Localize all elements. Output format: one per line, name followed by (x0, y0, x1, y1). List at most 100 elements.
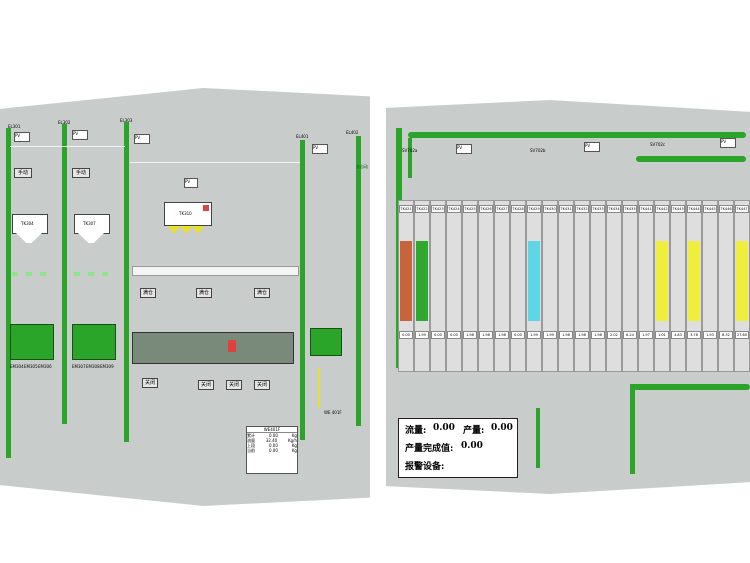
bin-value: 1.99 (543, 331, 557, 339)
bin-value: 1.98 (495, 331, 509, 339)
left-hmi-panel: EL301 EL302 EL303 EL401 EL402 去自动 PV PV … (0, 88, 370, 506)
alarm-label: 报警设备: (405, 462, 445, 472)
conveyor-label: SV702c (650, 142, 666, 147)
bin-fill (656, 241, 668, 321)
flow-label: 流量: (405, 426, 427, 436)
dryer-unit[interactable] (310, 328, 342, 356)
bin-tag: TK429 (527, 205, 541, 213)
manual-button-1[interactable]: 手动 (14, 168, 32, 178)
elevator-left[interactable] (408, 138, 412, 178)
close-button-3[interactable]: 关闭 (226, 380, 242, 390)
bin-tag: TK432 (575, 205, 589, 213)
bin-column[interactable]: TK427 1.98 (494, 200, 510, 372)
pump-group-2[interactable] (72, 324, 116, 360)
bin-value: 0.00 (399, 331, 413, 339)
hopper-yellow (192, 226, 205, 234)
conveyor-sv702c[interactable] (636, 156, 746, 162)
bin-fill (736, 241, 748, 321)
close-button-1[interactable]: 关闭 (142, 378, 158, 388)
tank-tk304[interactable]: TK304 (12, 214, 48, 234)
feeder-indicator[interactable] (102, 272, 108, 276)
scale-label: WE 401F (324, 410, 342, 415)
pv-box: PV (312, 144, 328, 154)
elevator-el302[interactable] (62, 124, 67, 424)
el301-label: EL301 (8, 124, 21, 129)
bin-tag: TK427 (495, 205, 509, 213)
bin-value: 1.98 (559, 331, 573, 339)
elevator-mid[interactable] (536, 408, 540, 468)
bin-value: 1.98 (591, 331, 605, 339)
close-button-2[interactable]: 关闭 (198, 380, 214, 390)
feeder-indicator[interactable] (40, 272, 46, 276)
full-bin-button-1[interactable]: 满仓 (140, 288, 156, 298)
bin-value: 1.93 (703, 331, 717, 339)
tank-hopper (78, 233, 104, 243)
feeder-indicator[interactable] (12, 272, 18, 276)
bin-column[interactable]: TK425 1.98 (462, 200, 478, 372)
bin-column[interactable]: TK434 2.02 (606, 200, 622, 372)
feeder-indicator[interactable] (74, 272, 80, 276)
elevator-bottom[interactable] (630, 384, 635, 474)
output-value: 0.00 (491, 423, 513, 433)
conveyor-bottom[interactable] (630, 384, 750, 390)
feeder-indicator[interactable] (26, 272, 32, 276)
elevator-el401[interactable] (300, 140, 305, 440)
bin-value: 8.24 (623, 331, 637, 339)
elevator-el303[interactable] (124, 122, 129, 442)
pv-box: PV (456, 144, 472, 154)
bin-tag: TK447 (735, 205, 749, 213)
el302-label: EL302 (58, 120, 71, 125)
conveyor-top[interactable] (408, 132, 746, 138)
tank-tk307[interactable]: TK307 (74, 214, 110, 234)
pv-box: PV (184, 178, 198, 188)
bin-tag: TK434 (607, 205, 621, 213)
bin-tag: TK425 (463, 205, 477, 213)
tank-tk310[interactable]: TK310 (164, 202, 212, 226)
tank-hopper (16, 233, 42, 243)
bin-tag: TK446 (719, 205, 733, 213)
mill-row[interactable] (132, 332, 294, 364)
bin-tag: TK428 (511, 205, 525, 213)
bin-value: 2.02 (607, 331, 621, 339)
pv-box: PV (14, 132, 30, 142)
bin-tag: TK444 (687, 205, 701, 213)
bin-tag: TK423 (431, 205, 445, 213)
bin-value: 1.98 (575, 331, 589, 339)
pv-box: PV (134, 134, 150, 144)
bin-column[interactable]: TK432 1.98 (574, 200, 590, 372)
feeder-indicator[interactable] (88, 272, 94, 276)
feed-line (318, 368, 320, 408)
bin-fill (528, 241, 540, 321)
tag-row (132, 266, 299, 276)
elevator-el402[interactable] (356, 136, 361, 426)
pipe (10, 146, 125, 147)
pv-box: PV (72, 130, 88, 140)
el402-label: EL402 (346, 130, 359, 135)
elevator-el301[interactable] (6, 128, 11, 458)
bin-fill (688, 241, 700, 321)
close-button-4[interactable]: 关闭 (254, 380, 270, 390)
full-bin-button-3[interactable]: 满仓 (254, 288, 270, 298)
full-bin-button-2[interactable]: 满仓 (196, 288, 212, 298)
pump-group-1[interactable] (10, 324, 54, 360)
manual-button-2[interactable]: 手动 (72, 168, 90, 178)
bin-value: 1.98 (463, 331, 477, 339)
